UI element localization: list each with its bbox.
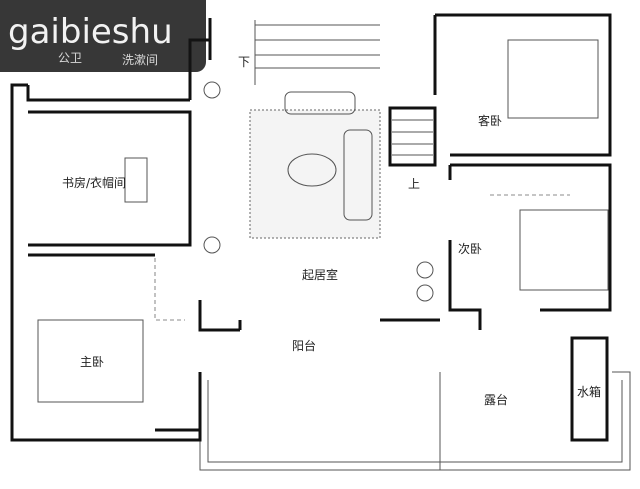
label-balcony: 阳台: [292, 338, 316, 353]
label-living-room: 起居室: [302, 267, 338, 282]
water-tank: [570, 336, 609, 442]
watermark-text: gaibieshu: [8, 12, 173, 52]
study-desk: [124, 157, 148, 203]
stairs-down: [254, 20, 380, 85]
stair-up-treads: [392, 119, 433, 156]
terrace-outline: [199, 371, 631, 471]
label-stairs-up: 上: [408, 177, 420, 191]
label-study-closet: 书房/衣帽间: [62, 175, 126, 190]
secondary-bed: [519, 209, 609, 291]
label-water-tank: 水箱: [577, 384, 601, 399]
walls: [10, 13, 612, 442]
master-bed: [37, 319, 144, 403]
rug: [249, 109, 381, 239]
label-stairs-down: 下: [238, 55, 250, 69]
coffee-table: [287, 153, 337, 187]
watermark: gaibieshu: [0, 0, 206, 72]
guest-bed: [507, 39, 599, 119]
plant-icons: [203, 81, 434, 302]
label-master-bedroom: 主卧: [80, 355, 104, 369]
label-guest-bedroom: 客卧: [478, 113, 502, 128]
stair-up: [388, 106, 437, 167]
label-secondary-bedroom: 次卧: [458, 242, 482, 256]
label-terrace: 露台: [484, 392, 508, 407]
sofa: [284, 91, 356, 115]
sofa-side: [343, 129, 373, 221]
